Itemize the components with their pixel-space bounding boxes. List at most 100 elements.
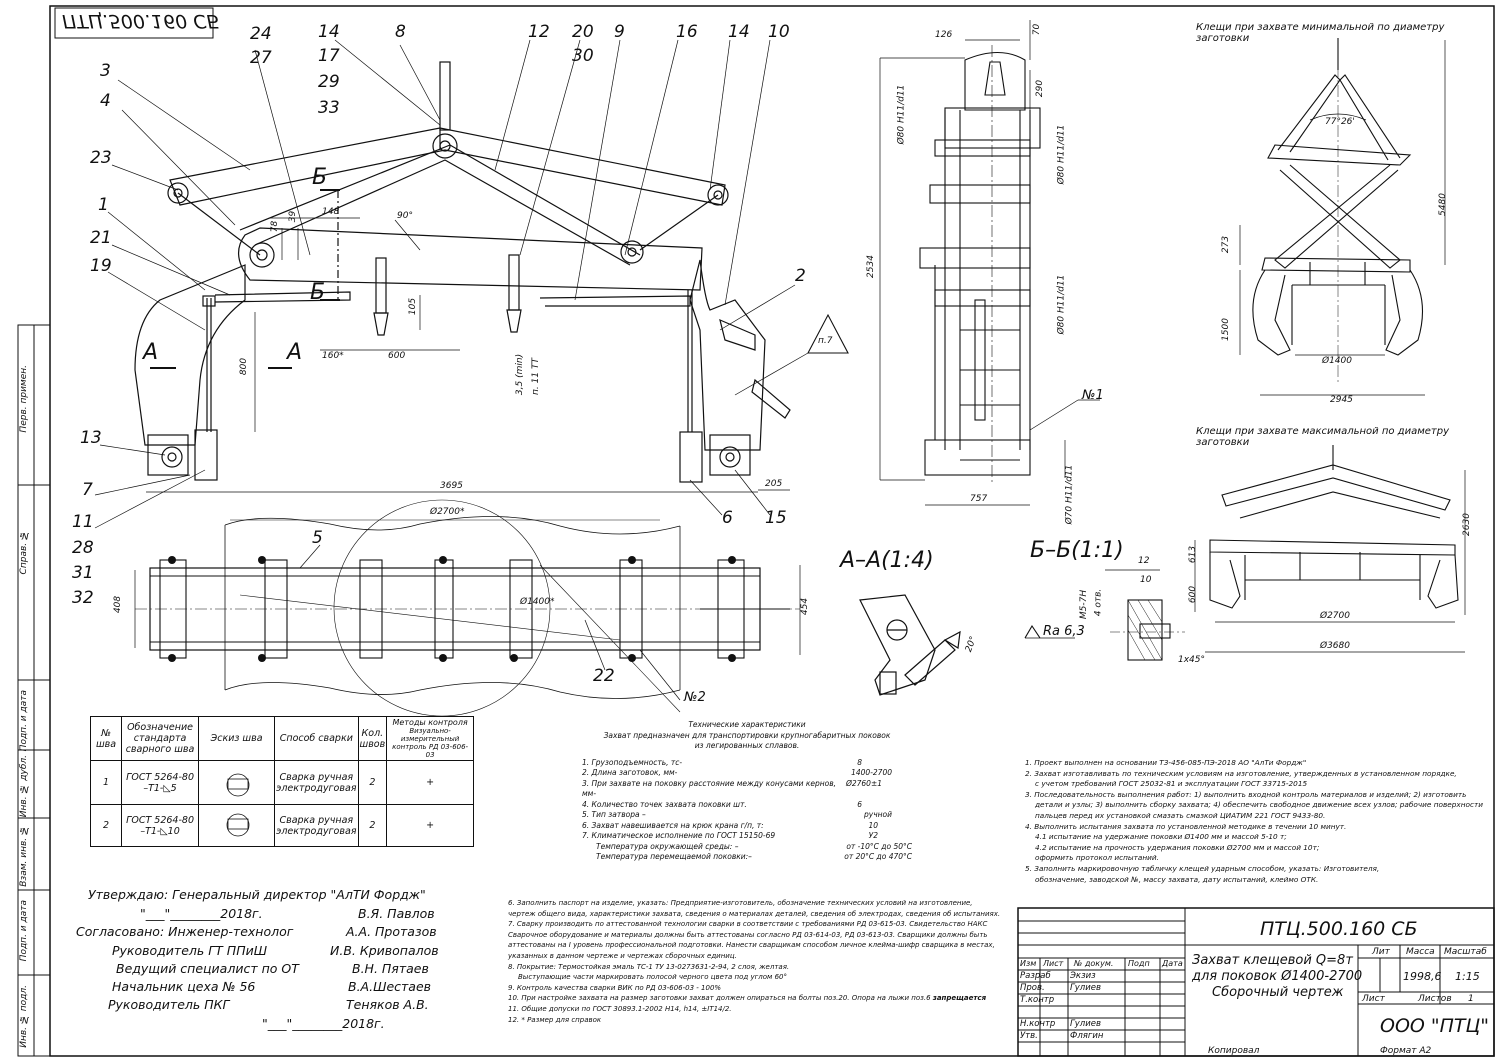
approval-role-5: Начальник цеха № 56	[112, 979, 256, 994]
weld-head-qty: Кол. швов	[357, 716, 388, 761]
dim-5480: 5480	[1437, 193, 1448, 216]
side-stamp-label-6: Подп. и дата	[19, 900, 29, 962]
dim-273: 273	[1221, 235, 1232, 254]
dim-77-26: 77°26'	[1325, 117, 1355, 127]
tb-head-date: Дата	[1162, 959, 1183, 968]
weld-row: 2 ГОСТ 5264-80 –Т1-◺10 Сварка ручная эле…	[89, 804, 474, 847]
note-line: 4.1 испытание на удержание поковки Ø1400…	[1035, 832, 1287, 842]
note-line: 12. * Размер для справок	[508, 1015, 602, 1024]
callout-13: 13	[80, 428, 102, 448]
note-line: обозначение, заводской №, массу захвата,…	[1035, 874, 1319, 884]
callout-33: 33	[318, 98, 340, 118]
col-scale: Масштаб	[1444, 947, 1487, 957]
thread-m5: М5-7Н	[1079, 589, 1090, 620]
dim-80-h11-c: Ø80 H11/d11	[1056, 274, 1067, 335]
note-line: 5. Заполнить маркировочную табличку клещ…	[1025, 863, 1380, 873]
plan-view	[134, 499, 801, 717]
callout-8: 8	[395, 22, 406, 42]
dim-600-max: 600	[1188, 585, 1199, 604]
weld-row-method: Сварка ручная электродуговая	[274, 804, 359, 847]
note-line: 4.2 испытание на прочность удержания пок…	[1035, 842, 1320, 852]
dim-1400-star: Ø1400*	[520, 597, 555, 607]
dim-757: 757	[970, 494, 988, 504]
note-line: Сварочное оборудование и материалы должн…	[508, 930, 988, 939]
title-line-2: для поковок Ø1400-2700	[1192, 969, 1363, 984]
note-10-text: 10. При настройке захвата на размер заго…	[508, 994, 931, 1003]
col-mass: Масса	[1406, 947, 1435, 957]
tb-name-6: Флягин	[1070, 1031, 1104, 1041]
note-triangle-label: п.7	[818, 336, 833, 346]
dim-800: 800	[239, 357, 250, 376]
weld-row-ctrl: +	[386, 804, 474, 847]
weld-label-1: №1	[1082, 388, 1104, 403]
weld-head-std: Обозначение стандарта сварного шва	[121, 716, 200, 761]
weld-head-sketch: Эскиз шва	[198, 716, 276, 761]
note-triangle	[807, 313, 849, 354]
weld-row-std: ГОСТ 5264-80 –Т1-◺5	[121, 760, 200, 805]
callout-6: 6	[722, 508, 733, 528]
callout-21: 21	[90, 228, 112, 248]
dim-205: 205	[765, 479, 783, 489]
callout-17: 17	[318, 46, 340, 66]
side-dims	[879, 20, 1066, 506]
section-a-left: А	[143, 340, 159, 365]
doc-code: ПТЦ.500.160 СБ	[1260, 918, 1418, 940]
weld-control-sub: Визуально-измерительный контроль РД 03-6…	[392, 727, 469, 759]
side-view	[919, 45, 1041, 485]
tech-item: 5. Тип затвора –ручной	[582, 810, 912, 821]
note-line: детали и узлы; 3) выполнить сборку захва…	[1035, 800, 1483, 810]
callout-4: 4	[100, 91, 111, 111]
approval-date-2: "___"________2018г.	[262, 1016, 385, 1031]
tech-item: 6. Захват навешивается на крюк крана г/п…	[582, 821, 912, 832]
approval-role-3: Руководитель ГТ ППиШ	[112, 943, 268, 958]
tb-name-1: Экзиз	[1070, 971, 1096, 981]
tech-item: 7. Климатическое исполнение по ГОСТ 1515…	[582, 831, 912, 842]
dim-3695: 3695	[440, 481, 463, 491]
note-line: пальцев перед их установкой смазать смаз…	[1035, 810, 1326, 820]
company: ООО "ПТЦ"	[1380, 1015, 1490, 1037]
tech-item-label: Температура окружающей среды: –	[596, 841, 739, 851]
tb-head-doc: № докум.	[1074, 959, 1114, 968]
tech-item-label: 7. Климатическое исполнение по ГОСТ 1515…	[582, 831, 776, 840]
tb-head-izm: Изм	[1020, 959, 1037, 968]
tech-item-value: Ø2760±1	[845, 778, 882, 788]
weld-row-n: 1	[89, 760, 123, 805]
note-line: 8. Покрытие: Термостойкая эмаль ТС-1 ТУ …	[508, 962, 790, 971]
dim-3680: Ø3680	[1320, 641, 1350, 651]
dim-2700-star: Ø2700*	[430, 507, 465, 517]
tech-item: Температура окружающей среды: –от -10°С …	[582, 842, 912, 853]
tech-intro: Захват предназначен для транспортировки …	[603, 730, 891, 751]
callout-9: 9	[614, 22, 625, 42]
callout-27: 27	[250, 48, 272, 68]
min-scheme-title: Клещи при захвате минимальной по диаметр…	[1196, 22, 1445, 44]
note-line: 2. Захват изготавливать по техническим у…	[1025, 768, 1457, 778]
note-line: оформить протокол испытаний.	[1035, 853, 1159, 863]
dim-90: 90°	[397, 211, 413, 221]
dim-80-h11-a: Ø80 H11/d11	[896, 84, 907, 145]
format-label: Формат А2	[1380, 1046, 1432, 1056]
note-line: 11. Общие допуски по ГОСТ 30893.1-2002 H…	[508, 1004, 732, 1013]
note-line: 6. Заполнить паспорт на изделие, указать…	[508, 899, 973, 907]
tech-item-label: Температура перемещаемой поковки:–	[596, 852, 752, 861]
callout-19: 19	[90, 256, 112, 276]
dim-70: 70	[1032, 23, 1043, 36]
callout-14a: 14	[318, 22, 340, 42]
approval-role-2: Согласовано: Инженер-технолог	[76, 924, 294, 939]
tech-item-label: 4. Количество точек захвата поковки шт.	[582, 799, 747, 809]
note-line: указанных в данном чертеже и чертежах сб…	[508, 951, 737, 960]
callout-7: 7	[82, 480, 93, 500]
dim-10: 10	[1140, 575, 1152, 585]
side-stamp-label-3: Подп. и дата	[19, 690, 29, 752]
weld-head-n: № шва	[89, 716, 123, 761]
dim-408: 408	[113, 595, 124, 614]
side-stamp-label-7: Инв. № подл.	[19, 985, 29, 1048]
sheets-label: Листов	[1418, 994, 1452, 1004]
side-stamp-label-5: Взам. инв. №	[19, 825, 29, 887]
tb-name-2: Гулиев	[1070, 983, 1101, 993]
callout-20: 20	[572, 22, 594, 42]
callout-2: 2	[795, 266, 806, 286]
sheets-value: 1	[1468, 994, 1474, 1004]
weld-row-sketch	[198, 804, 276, 847]
